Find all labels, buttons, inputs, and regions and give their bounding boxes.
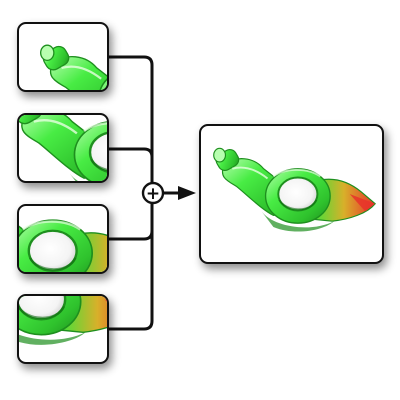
output-result-tile: [199, 124, 384, 264]
rocker-arm-icon: [212, 146, 377, 233]
input-tile-3: [17, 204, 109, 274]
rocker-arm-part-icon: [39, 42, 107, 90]
plus-node-circle: [141, 181, 165, 205]
rocker-arm-part-icon: [19, 115, 107, 181]
input-tile-2: [17, 113, 109, 183]
input-tile-1: [17, 22, 109, 92]
plus-operator-icon: +: [146, 184, 160, 204]
rocker-arm-part-icon: [19, 296, 107, 347]
rocker-arm-part-icon: [19, 206, 107, 272]
input-tile-4: [17, 294, 109, 364]
